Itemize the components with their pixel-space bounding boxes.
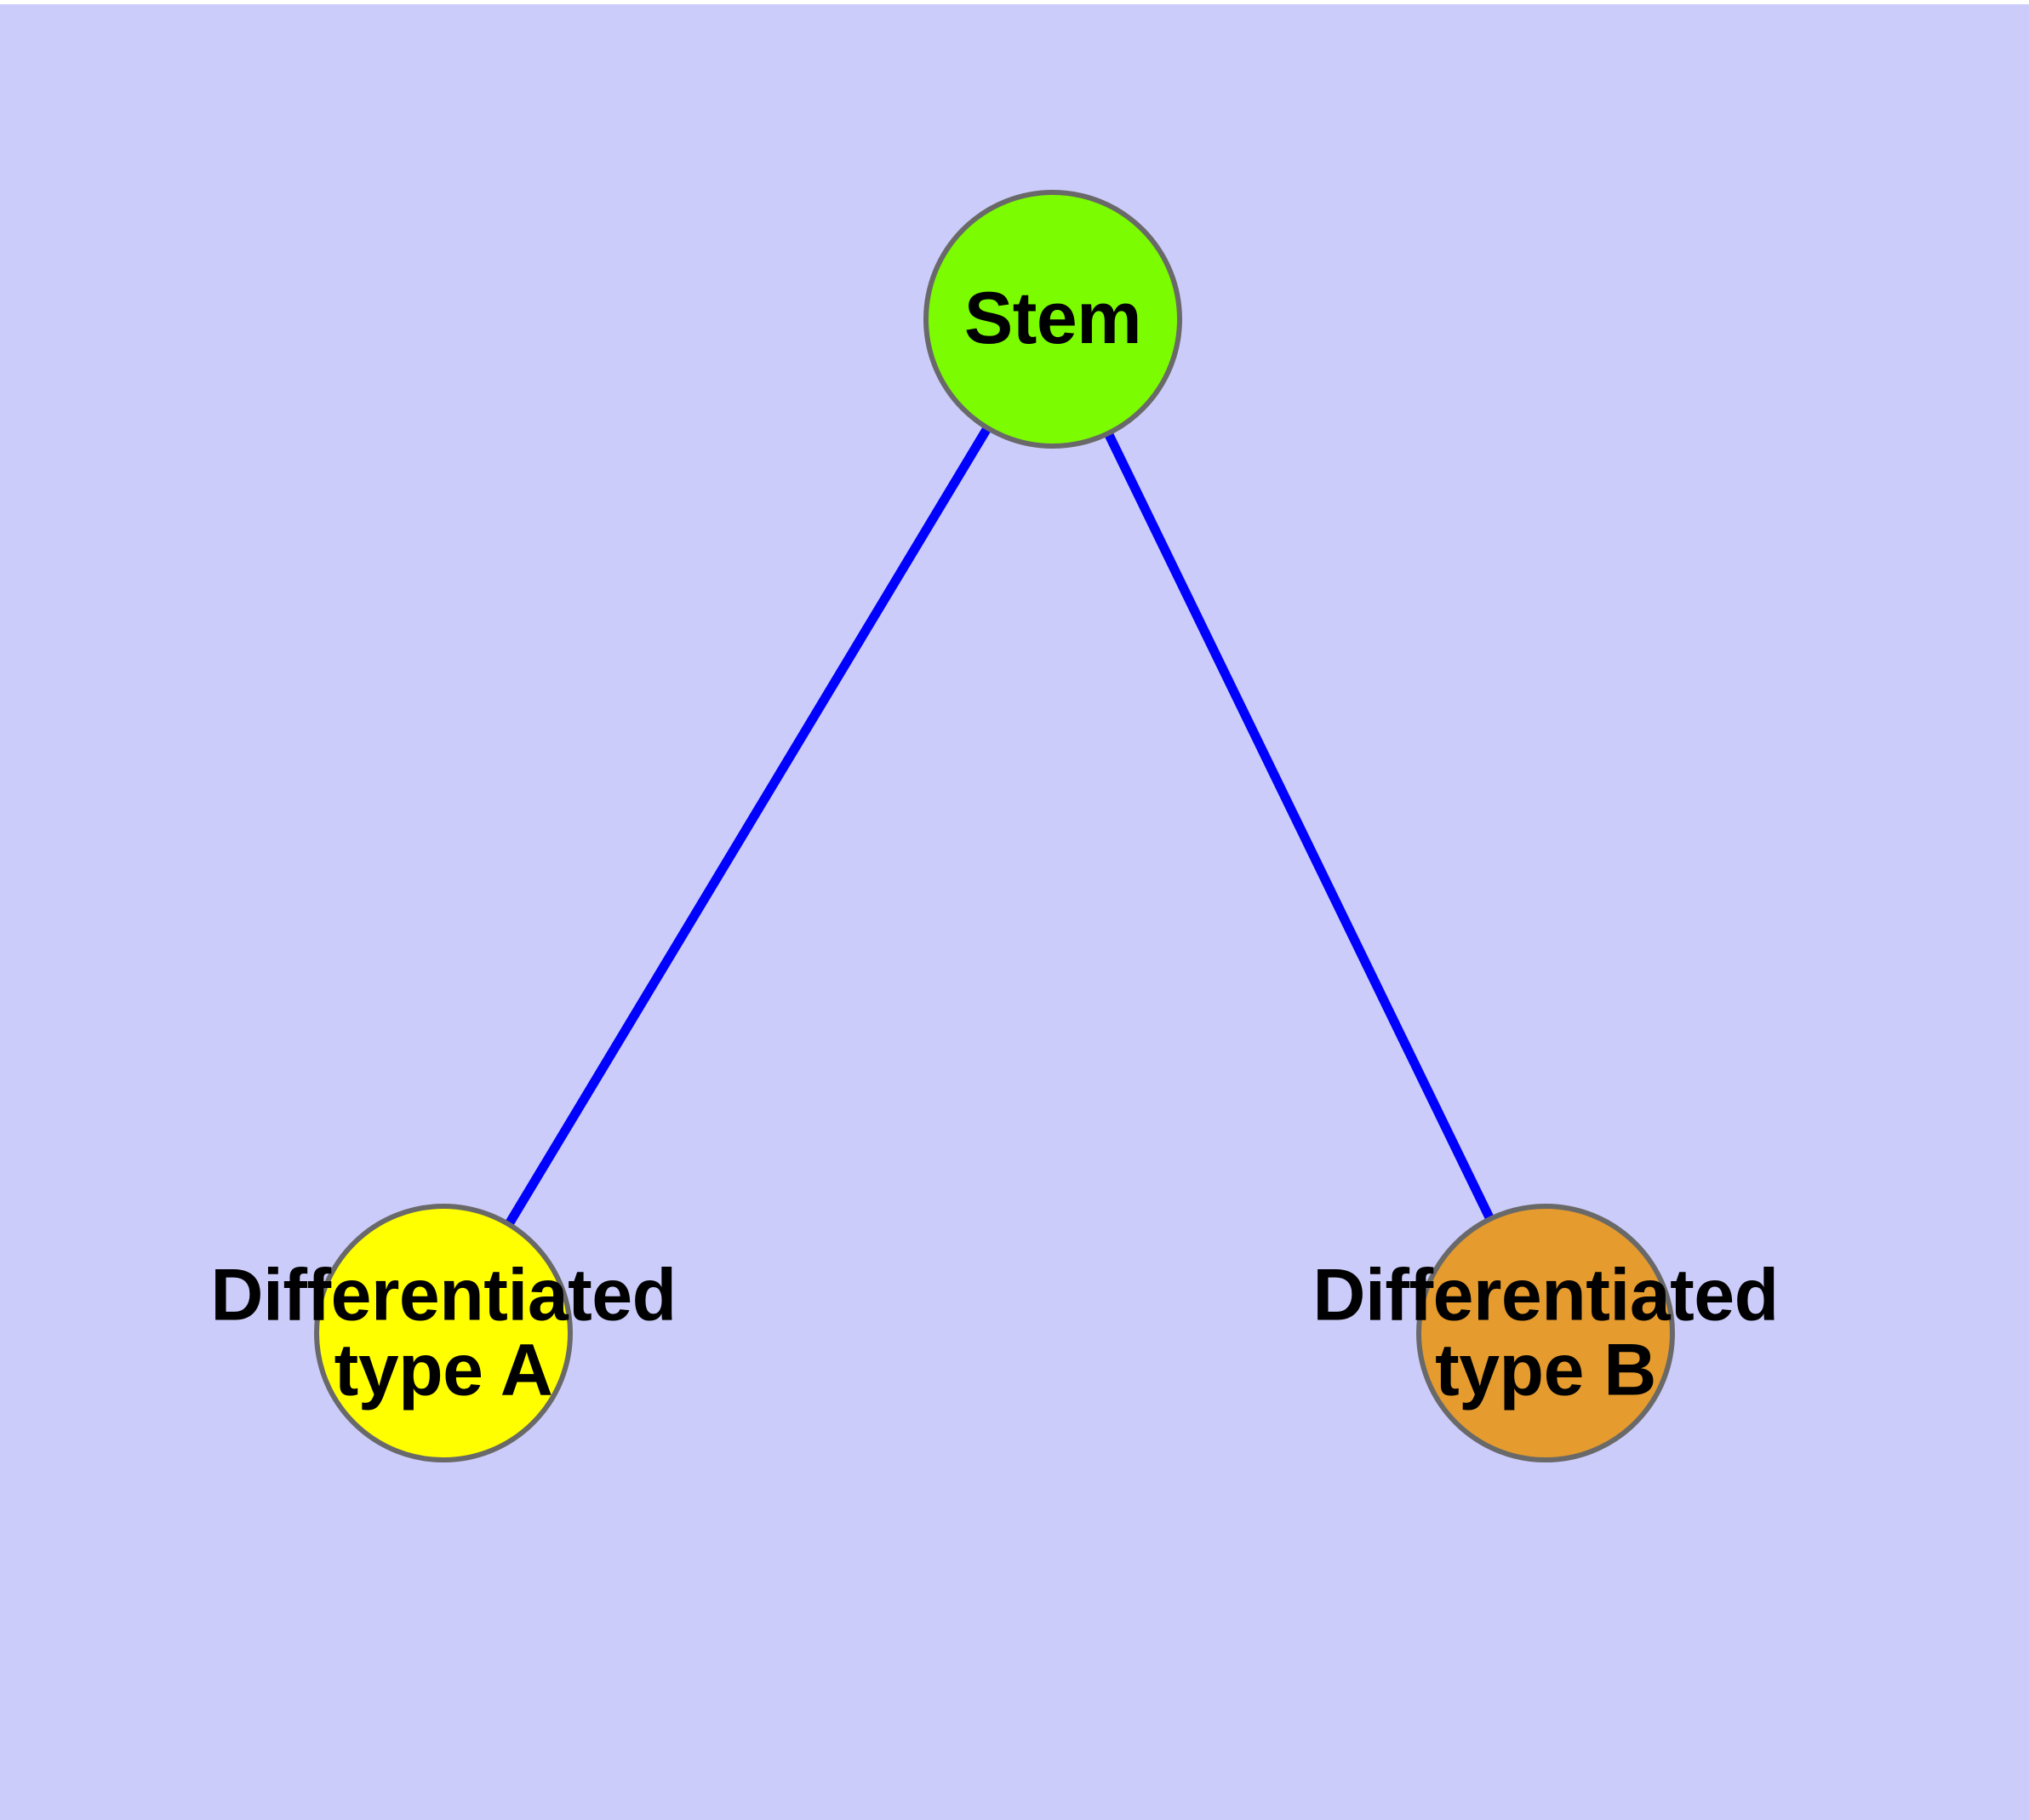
graph-node-stem[interactable]: [923, 190, 1182, 449]
edge-layer: [502, 422, 1496, 1230]
graph-edge-stem-to-diff_b: [1102, 428, 1496, 1224]
graph-node-diff_b[interactable]: [1416, 1204, 1675, 1462]
graph-edge-stem-to-diff_a: [502, 422, 994, 1230]
graph-node-diff_a[interactable]: [314, 1204, 573, 1462]
node-layer: [314, 190, 1675, 1462]
